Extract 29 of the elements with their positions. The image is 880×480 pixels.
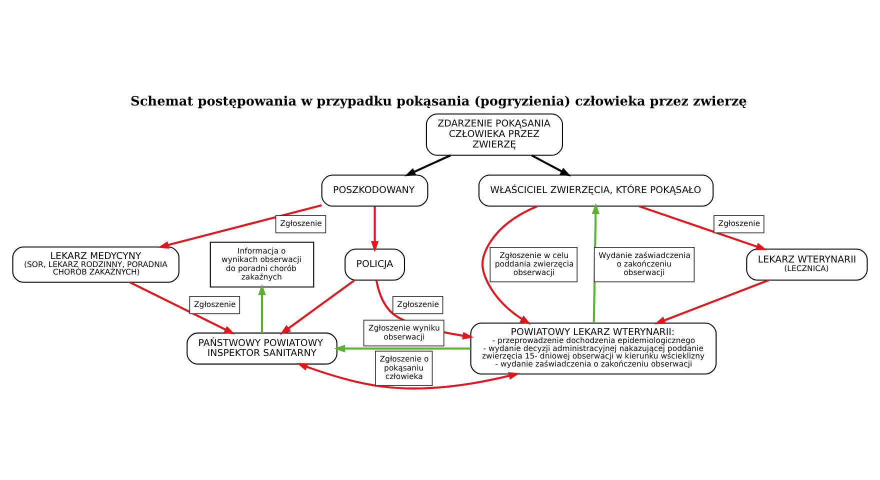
arrow [404, 154, 451, 176]
node-box: POLICJA [344, 248, 405, 280]
arrow [129, 280, 235, 334]
node-box: WŁAŚCICIEL ZWIERZĘCIA, KTÓRE POKĄSAŁO [478, 174, 714, 206]
edge-label: Zgłoszenie [280, 218, 322, 228]
arrow [481, 204, 538, 324]
edge-label: Zgłoszenie [194, 299, 236, 308]
arrow [296, 362, 520, 389]
arrow [258, 283, 266, 332]
node-box: POSZKODOWANY [321, 174, 428, 206]
arrow [370, 206, 379, 252]
node-box: PAŃSTWOWY POWIATOWY INSPEKTOR SANITARNY [186, 332, 338, 364]
edge-label: Wydanie zaświadczenia o zakończeniu obserwacji [598, 250, 690, 277]
node-box: ZDARZENIE POKĄSANIA CZŁOWIEKA PRZEZ ZWIERZĘ [426, 112, 563, 156]
edge-label: Zgłoszenie [397, 299, 439, 308]
arrow [654, 278, 770, 324]
arrow [158, 204, 322, 248]
arrow [638, 204, 768, 250]
node-box: POWIATOWY LEKARZ WTERYNARII: - przeprowadzenie dochodzenia epidemiologicznego - wydanie decyzji administracyjnej nakazującej poddanie zwierzęcia 15- dniowej obserwacji w kierunku wścieklizny - wydanie zaświadczenia o zakończeniu obserwacji [470, 322, 717, 374]
arrow [334, 344, 471, 352]
node-box: LEKARZ WTERYNARII (LECZNICA) [746, 248, 868, 280]
edge-label: Zgłoszenie [718, 218, 760, 228]
node-box: LEKARZ MEDYCYNY (SOR, LEKARZ RODZINNY, PORADNIA CHORÓB ZAKAŹNYCH) [12, 246, 180, 282]
edge-label: Zgłoszenie wyniku obserwacji [368, 323, 440, 341]
edge-label: Zgłoszenie w celu poddania zwierzęcia obserwacji [494, 250, 574, 277]
diagram-title: Schemat postępowania w przypadku pokąsania (pogryzienia) człowieka przez zwierzę [130, 94, 747, 109]
node-box: Informacja o wynikach obserwacji do poradni chorób zakaźnych [210, 241, 314, 288]
edge-label: Zgłoszenie o pokąsaniu człowieka [380, 354, 429, 380]
arrow [280, 278, 356, 334]
